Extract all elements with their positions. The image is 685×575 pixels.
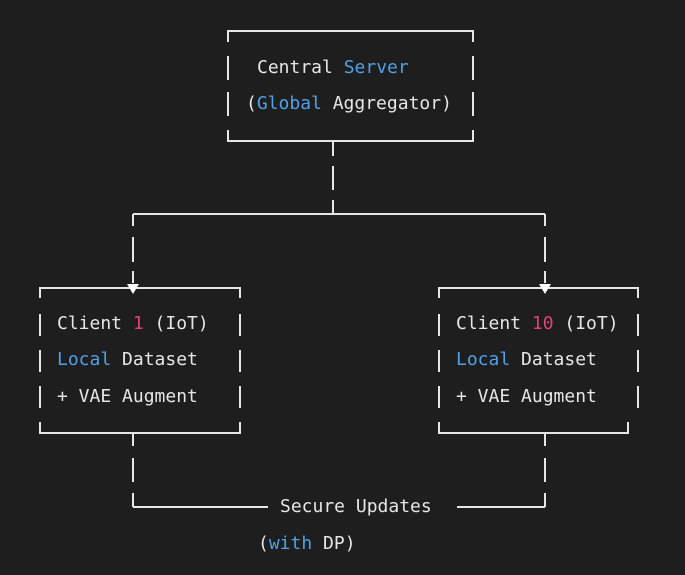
aggregator-label: Aggregator) <box>321 93 452 114</box>
server-label-central: Central <box>257 57 344 78</box>
dataset-label: Dataset <box>111 349 198 370</box>
with-keyword: with <box>268 533 313 554</box>
client-number: 1 <box>132 313 144 334</box>
dataset-label: Dataset <box>510 349 597 370</box>
client-type: (IoT) <box>143 313 209 334</box>
client-left-augment: + VAE Augment <box>57 386 198 407</box>
client-left-box <box>39 287 241 434</box>
paren-open: ( <box>258 533 269 554</box>
client-number: 10 <box>531 313 554 334</box>
dp-label: DP) <box>312 533 356 554</box>
client-right-augment: + VAE Augment <box>456 386 597 407</box>
server-subtitle: (Global Aggregator) <box>246 93 452 115</box>
client-label: Client <box>456 313 532 334</box>
client-left-title: Client 1 (IoT) <box>57 313 209 335</box>
server-box <box>227 30 474 142</box>
client-left-dataset: Local Dataset <box>57 349 198 371</box>
local-keyword: Local <box>456 349 511 370</box>
global-keyword: Global <box>256 93 322 114</box>
server-keyword: Server <box>343 57 409 78</box>
local-keyword: Local <box>57 349 112 370</box>
with-dp-label: (with DP) <box>258 533 356 555</box>
server-title: Central Server <box>257 57 409 79</box>
secure-updates-label: Secure Updates <box>280 496 432 517</box>
client-label: Client <box>57 313 133 334</box>
right-arrowhead <box>539 284 551 294</box>
updates-connector <box>132 434 546 508</box>
client-right-dataset: Local Dataset <box>456 349 597 371</box>
client-right-box <box>438 287 639 434</box>
client-type: (IoT) <box>553 313 619 334</box>
left-arrowhead <box>127 284 139 294</box>
paren-open: ( <box>246 93 257 114</box>
client-right-title: Client 10 (IoT) <box>456 313 619 335</box>
